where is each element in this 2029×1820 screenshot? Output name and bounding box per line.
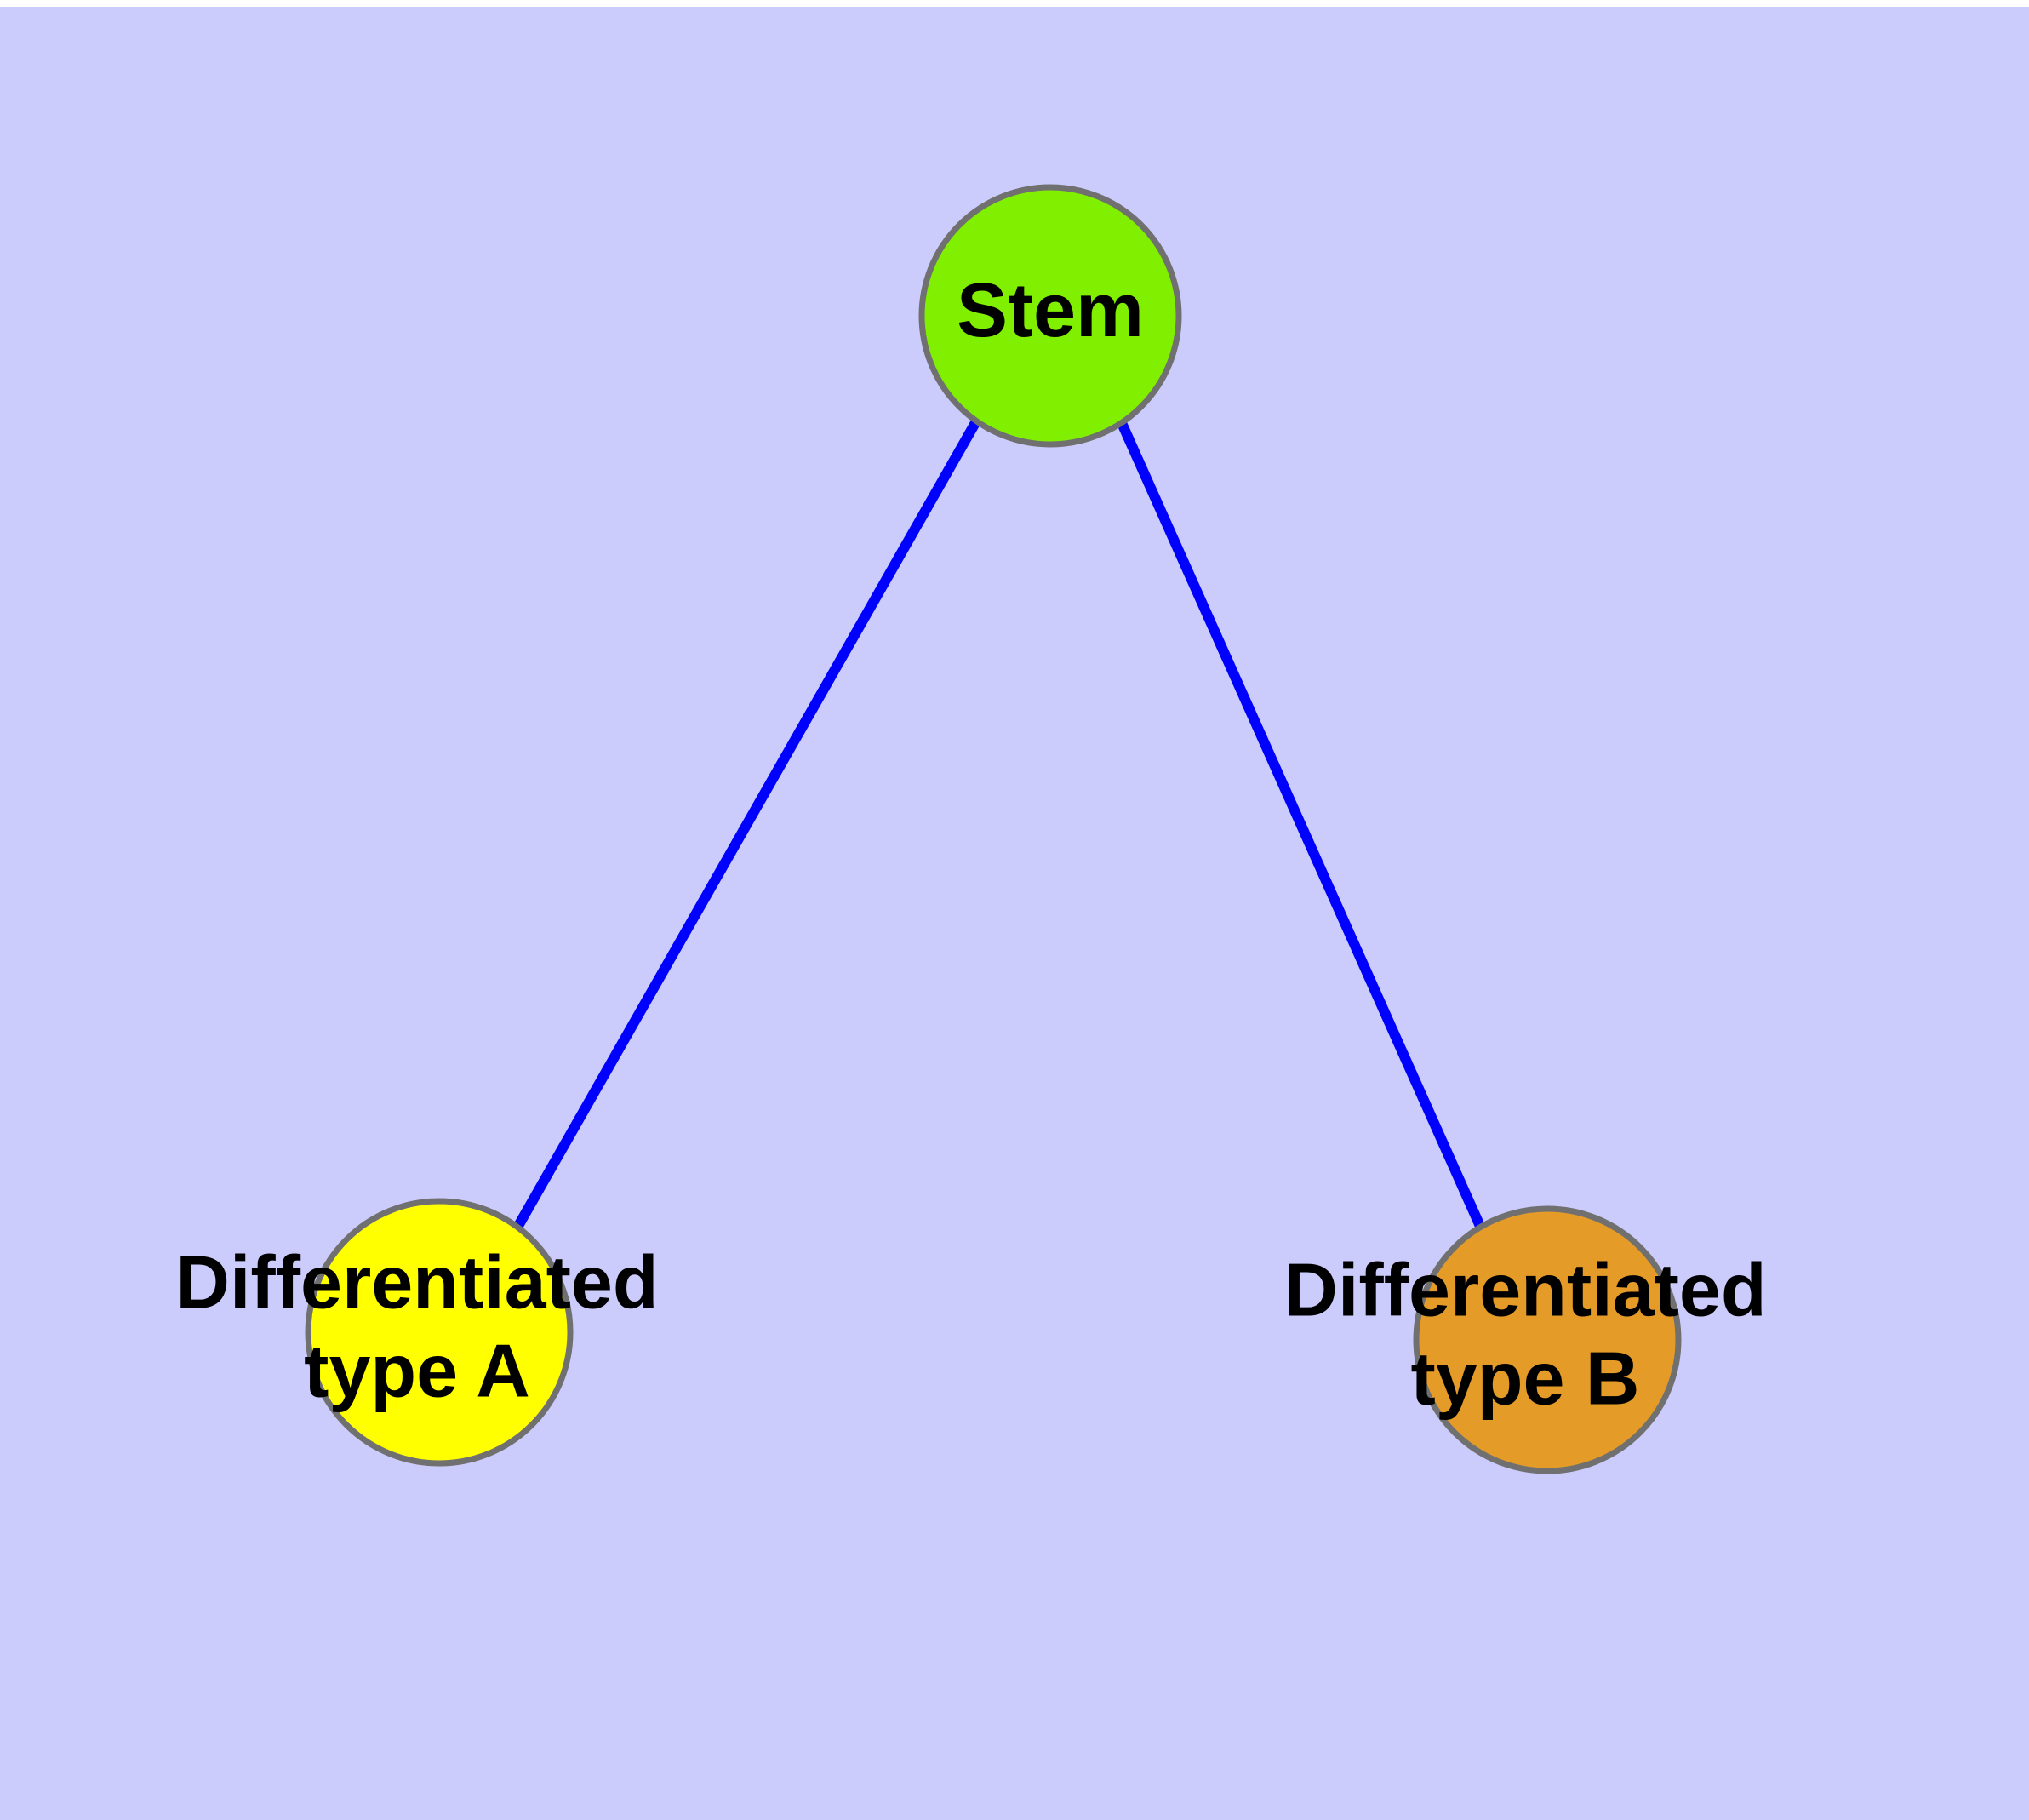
edge-stem-to-a[interactable] — [513, 419, 981, 1228]
node-label-diff-type-b: Differentiated — [1283, 1247, 1766, 1331]
node-label-diff-type-a: type A — [304, 1328, 530, 1412]
node-circle-stem[interactable] — [918, 184, 1182, 448]
node-label-stem: Stem — [957, 268, 1144, 353]
node-stem[interactable]: Stem — [918, 184, 1182, 448]
node-label-diff-type-b: type B — [1411, 1336, 1640, 1420]
edge-stem-to-b[interactable] — [1117, 421, 1488, 1234]
node-circle-diff-type-b[interactable] — [1413, 1205, 1682, 1474]
node-circle-diff-type-a[interactable] — [305, 1198, 574, 1467]
node-label-diff-type-a: Differentiated — [175, 1239, 658, 1324]
edges-group — [513, 419, 1488, 1234]
